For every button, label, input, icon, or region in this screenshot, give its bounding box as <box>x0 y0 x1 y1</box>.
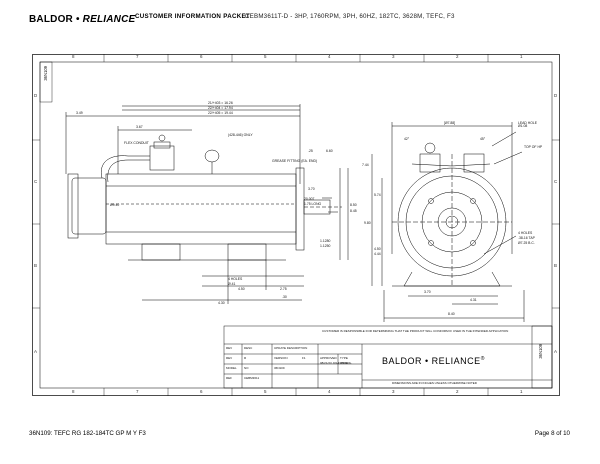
tb-cell: NO <box>244 366 249 370</box>
title-block-brand-text: BALDOR • RELIANCE <box>382 356 481 366</box>
zone-top-6: 6 <box>200 54 203 59</box>
drawing-id-left: 36N109 <box>43 66 48 81</box>
dim-label: 4.50 <box>374 247 381 251</box>
dim-label: 5.74 <box>374 193 381 197</box>
dim-label: 8.50 <box>350 203 357 207</box>
zone-bottom-6: 6 <box>200 389 203 394</box>
dim-label: 42° <box>404 137 410 141</box>
zone-bottom-3: 3 <box>392 389 395 394</box>
lifting-eye-note: (428-446) ONLY <box>228 133 253 137</box>
zone-left-c: C <box>34 179 38 184</box>
zone-right-b: B <box>554 263 558 268</box>
dim-label: 45° <box>480 137 486 141</box>
dim-label: 3.67 <box>136 125 143 129</box>
zone-bottom-7: 7 <box>136 389 139 394</box>
tb-cell: APPROVED <box>320 356 337 360</box>
drawing-id-right: 36N109 <box>538 344 543 359</box>
zone-top-3: 3 <box>392 54 395 59</box>
tb-cell: REF <box>226 376 232 380</box>
dim-label: 1.1250 <box>320 244 331 248</box>
zone-right-a: A <box>554 349 558 354</box>
dim-label: 6.60 <box>326 149 333 153</box>
brand-right: RELIANCE <box>82 13 136 25</box>
dim-label: Ø.41 <box>228 282 236 286</box>
title-block-brand: BALDOR • RELIANCE® <box>382 356 485 366</box>
tb-cell: UPDATE DESCRIPTION <box>274 346 308 350</box>
dim-label: 9.80 <box>364 221 371 225</box>
motor-drawing <box>32 54 560 396</box>
dim-label: .30 <box>282 295 287 299</box>
dim-label: 3.70 <box>308 187 315 191</box>
zone-top-1: 1 <box>520 54 523 59</box>
tb-cell: R <box>244 356 247 360</box>
brand-left: BALDOR <box>29 13 73 25</box>
zone-bottom-8: 8 <box>72 389 75 394</box>
tapped-holes-note: 4 HOLES <box>518 231 533 235</box>
tb-cell: REV <box>226 356 233 360</box>
zone-left-d: D <box>34 93 38 98</box>
bolt-circle-note: Ø7.25 B.C. <box>518 241 535 245</box>
dim-label: 7.44 <box>362 163 369 167</box>
zone-top-7: 7 <box>136 54 139 59</box>
tb-cell: 36N109 <box>274 366 285 370</box>
model-description: CEBM3611T-D - 3HP, 1760RPM, 3PH, 60HZ, 1… <box>245 13 455 20</box>
dim-label: [Ø7.88] <box>444 121 456 125</box>
grease-fitting-note: GREASE FITTING (EA. END) <box>272 159 318 163</box>
zone-left-b: B <box>34 263 38 268</box>
zone-top-2: 2 <box>456 54 459 59</box>
registered-mark: ® <box>480 356 485 362</box>
brand-logo: BALDOR • RELIANCE <box>29 14 135 25</box>
brand-separator: • <box>72 13 83 25</box>
flex-conduit-note: FLEX CONDUIT <box>124 141 149 145</box>
thread-note: .38-16 TAP <box>518 236 535 240</box>
dim-label: 22/+404 = 17.94 <box>208 106 233 110</box>
zone-top-8: 8 <box>72 54 75 59</box>
customer-responsibility-note: CUSTOMER IS RESPONSIBLE FOR DETERMINING … <box>322 329 509 333</box>
zone-right-c: C <box>554 179 558 184</box>
tb-cell: VERSION <box>274 356 288 360</box>
dim-label: 21/+403 = 16.26 <box>208 101 233 105</box>
dim-label: 22/+405 = 19.44 <box>208 111 233 115</box>
drawing-sheet: 8 7 6 5 4 3 2 1 8 7 6 5 4 3 2 1 D C B A … <box>32 54 560 396</box>
zone-bottom-1: 1 <box>520 389 523 394</box>
zone-left-a: A <box>34 349 38 354</box>
lead-hole-note: LEAD HOLE Ø1.08 <box>518 121 538 129</box>
dim-label: 3.70 <box>424 290 431 294</box>
zone-right-d: D <box>554 93 558 98</box>
dim-label: 2.75 <box>280 287 287 291</box>
tb-cell: 08/21/23 JOHN DOE <box>320 361 349 365</box>
dim-label: 1.1280 <box>320 239 331 243</box>
dim-label: 4.31 <box>470 298 477 302</box>
top-of-hp-note: TOP OF HP <box>524 145 543 149</box>
zone-top-4: 4 <box>328 54 331 59</box>
zone-top-5: 5 <box>264 54 267 59</box>
dim-label: 8.40 <box>448 312 455 316</box>
footer-document-id: 36N109: TEFC RG 182-184TC GP M Y F3 <box>29 430 146 437</box>
page-header: BALDOR • RELIANCE CUSTOMER INFORMATION P… <box>29 12 579 26</box>
dim-label: 20.007 <box>304 197 315 201</box>
dimensions-note: DIMENSIONS ARE IN INCHES UNLESS OTHERWIS… <box>392 381 477 385</box>
tb-cell: TYPE <box>340 356 348 360</box>
mounting-holes-note: 4 HOLES <box>228 277 243 281</box>
dim-label: 4.50 <box>238 287 245 291</box>
dim-label: Ø9.40 <box>110 203 120 207</box>
tb-cell: MODEL <box>226 366 237 370</box>
dim-label: .25 <box>308 149 313 153</box>
tb-cell: 36N109- <box>340 361 352 365</box>
dim-label: 3.49 <box>76 111 83 115</box>
zone-bottom-2: 2 <box>456 389 459 394</box>
dim-label: 1.75 LONG <box>304 202 322 206</box>
dim-label: 8.45 <box>350 209 357 213</box>
document-title: CUSTOMER INFORMATION PACKET <box>135 13 251 20</box>
tb-cell: DESC <box>244 346 253 350</box>
zone-bottom-5: 5 <box>264 389 267 394</box>
zone-bottom-4: 4 <box>328 389 331 394</box>
footer-page-number: Page 8 of 10 <box>534 430 570 437</box>
dim-label: 4.30 <box>218 301 225 305</box>
dim-label: 4.44 <box>374 252 381 256</box>
tb-cell: F1 <box>302 356 306 360</box>
tb-cell: REV <box>226 346 233 350</box>
tb-cell: CEBM3611 <box>244 376 260 380</box>
